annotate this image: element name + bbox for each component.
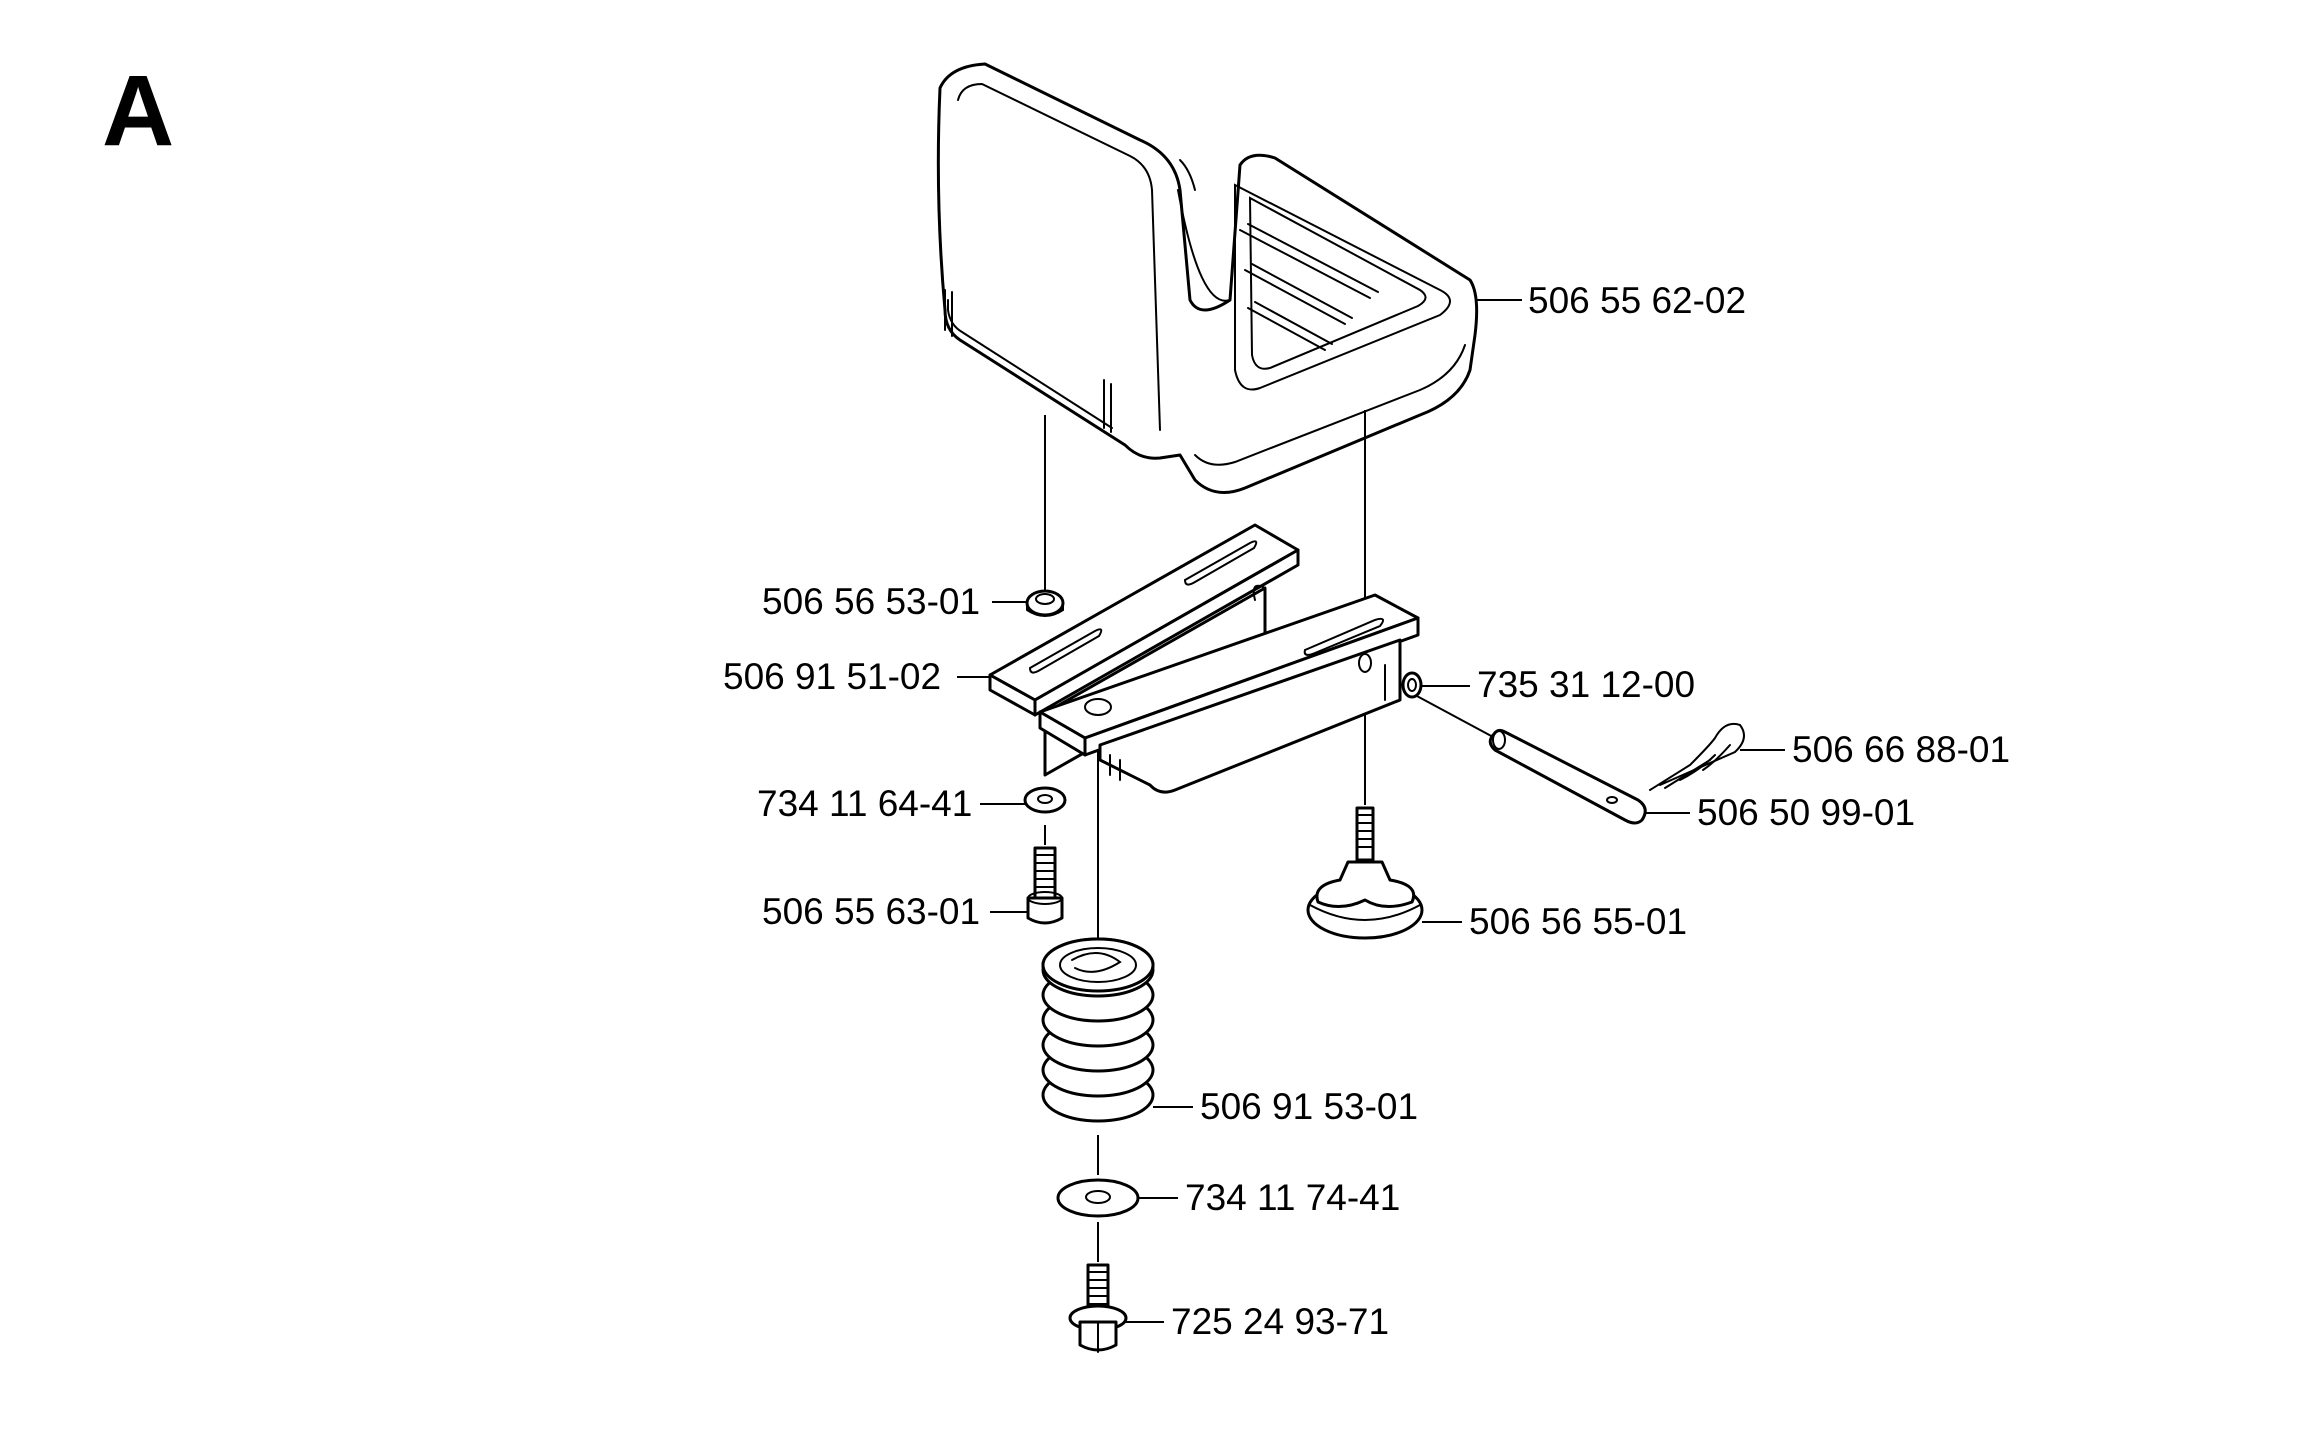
section-letter: A bbox=[102, 55, 174, 167]
hairpin-clip-part bbox=[1649, 722, 1745, 791]
bracket-part bbox=[988, 523, 1420, 794]
flange-bolt-part bbox=[1068, 1263, 1128, 1353]
part-number-nut: 506 56 53-01 bbox=[762, 581, 980, 622]
part-number-seat: 506 55 62-02 bbox=[1528, 280, 1746, 321]
spring-part bbox=[1041, 937, 1155, 1123]
part-number-hairpin-clip: 506 66 88-01 bbox=[1792, 729, 2010, 770]
washer-part bbox=[1056, 1178, 1140, 1218]
part-number-bracket: 506 91 51-02 bbox=[723, 656, 941, 697]
pin-part bbox=[1488, 728, 1647, 825]
part-number-small-washer: 735 31 12-00 bbox=[1477, 664, 1695, 705]
part-number-lock-washer: 734 11 64-41 bbox=[757, 783, 972, 824]
small-washer-part bbox=[1401, 671, 1423, 699]
part-number-screw: 506 55 63-01 bbox=[762, 891, 980, 932]
part-number-flange-bolt: 725 24 93-71 bbox=[1171, 1301, 1389, 1342]
lock-washer-part bbox=[1023, 786, 1067, 814]
nut-part bbox=[1025, 589, 1065, 617]
part-number-spring: 506 91 53-01 bbox=[1200, 1086, 1418, 1127]
seat-part bbox=[936, 62, 1479, 494]
knob-part bbox=[1306, 806, 1424, 940]
part-number-washer: 734 11 74-41 bbox=[1185, 1177, 1400, 1218]
part-number-knob: 506 56 55-01 bbox=[1469, 901, 1687, 942]
screw-part bbox=[1026, 846, 1064, 925]
part-number-pin: 506 50 99-01 bbox=[1697, 792, 1915, 833]
